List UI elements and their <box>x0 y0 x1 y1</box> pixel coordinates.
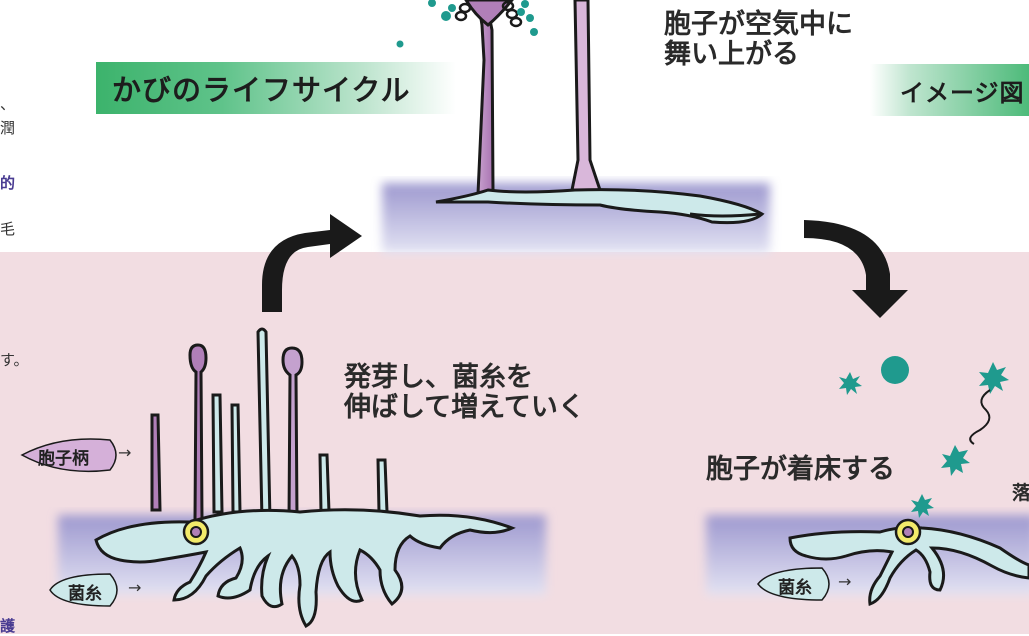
edge-text-2: 潤 <box>0 119 16 137</box>
sporangiophore-label: 胞子柄 <box>38 449 89 469</box>
tall-sporangiophore-right <box>570 0 603 192</box>
top-colony <box>382 0 770 253</box>
caption-spore-land: 胞子が着床する <box>706 454 895 485</box>
edge-text-4: 毛 <box>0 220 16 238</box>
edge-text-5: す。 <box>0 351 29 369</box>
image-title-partial: イメージ図 <box>900 78 1025 107</box>
hypha-pointer-left: → <box>128 578 142 597</box>
top-hypha <box>435 188 765 225</box>
hypha-tag-shape-right <box>757 567 830 601</box>
lifecycle-banner: かびのライフサイクル <box>96 62 456 114</box>
hypha-label-left: 菌糸 <box>68 584 102 604</box>
caption-spore-rise-line1: 胞子が空気中に <box>664 9 853 40</box>
caption-spore-rise: 胞子が空気中に 舞い上がる <box>664 10 853 70</box>
caption-germinate: 発芽し、菌糸を 伸ばして増えていく <box>344 363 585 423</box>
edge-text-3: 的 <box>0 174 16 192</box>
spore-chain-coils <box>454 0 523 28</box>
sporangiophore-pointer: → <box>118 443 132 462</box>
caption-germinate-line2: 伸ばして増えていく <box>344 392 585 423</box>
tall-sporangiophore-left <box>476 0 495 196</box>
left-colony <box>20 327 546 628</box>
spore-trail <box>969 389 991 445</box>
falling-spores-spiky <box>839 362 1009 518</box>
hypha-pointer-right: → <box>838 572 852 591</box>
right-colony <box>706 356 1029 606</box>
lifecycle-title: かびのライフサイクル <box>112 73 411 107</box>
caption-germinate-line1: 発芽し、菌糸を <box>344 362 533 393</box>
sporangiophore-tag-shape <box>20 438 117 473</box>
image-banner: イメージ図 <box>870 64 1029 116</box>
edge-text-1: 、 <box>0 95 16 113</box>
sporangium-top <box>464 0 514 27</box>
hypha-label-right: 菌糸 <box>778 578 812 598</box>
arrow-up-right <box>262 214 362 312</box>
arrow-down-right <box>804 220 908 318</box>
falling-spore-round <box>881 356 909 384</box>
right-hypha-network <box>788 526 1029 606</box>
caption-fall-partial: 落 <box>1012 482 1029 504</box>
hypha-tag-shape-left <box>49 573 118 607</box>
cycle-arrows <box>262 214 908 318</box>
floating-spores-top <box>396 0 538 48</box>
sporangiophores-left <box>150 327 389 522</box>
caption-spore-rise-line2: 舞い上がる <box>664 39 799 70</box>
edge-text-6: 護 <box>0 617 16 635</box>
